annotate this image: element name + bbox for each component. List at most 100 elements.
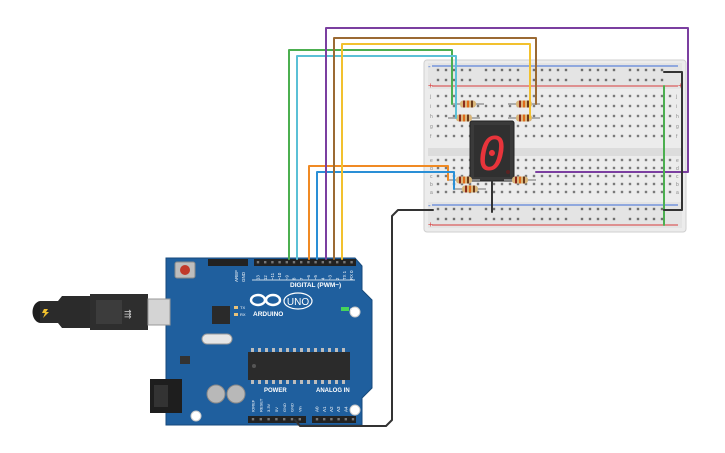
terminal-hole[interactable] xyxy=(516,182,520,186)
terminal-hole[interactable] xyxy=(556,190,560,194)
rail-hole[interactable] xyxy=(540,68,544,72)
terminal-hole[interactable] xyxy=(652,134,656,138)
rail-hole[interactable] xyxy=(564,207,568,211)
terminal-hole[interactable] xyxy=(620,174,624,178)
terminal-hole[interactable] xyxy=(612,94,616,98)
terminal-hole[interactable] xyxy=(660,190,664,194)
terminal-hole[interactable] xyxy=(612,124,616,128)
rail-hole[interactable] xyxy=(484,78,488,82)
rail-hole[interactable] xyxy=(596,207,600,211)
resistor-3[interactable] xyxy=(448,114,480,122)
power-pin[interactable] xyxy=(275,418,278,421)
digital-pin[interactable] xyxy=(292,261,296,264)
terminal-hole[interactable] xyxy=(644,182,648,186)
terminal-hole[interactable] xyxy=(476,104,480,108)
terminal-hole[interactable] xyxy=(596,134,600,138)
terminal-hole[interactable] xyxy=(556,158,560,162)
terminal-hole[interactable] xyxy=(436,190,440,194)
terminal-hole[interactable] xyxy=(660,166,664,170)
terminal-hole[interactable] xyxy=(508,182,512,186)
rail-hole[interactable] xyxy=(492,68,496,72)
terminal-hole[interactable] xyxy=(660,134,664,138)
rail-hole[interactable] xyxy=(636,217,640,221)
terminal-hole[interactable] xyxy=(548,174,552,178)
rail-hole[interactable] xyxy=(444,78,448,82)
rail-hole[interactable] xyxy=(452,78,456,82)
terminal-hole[interactable] xyxy=(596,114,600,118)
terminal-hole[interactable] xyxy=(524,166,528,170)
terminal-hole[interactable] xyxy=(436,104,440,108)
terminal-hole[interactable] xyxy=(628,104,632,108)
terminal-hole[interactable] xyxy=(668,166,672,170)
terminal-hole[interactable] xyxy=(644,94,648,98)
terminal-hole[interactable] xyxy=(572,158,576,162)
terminal-hole[interactable] xyxy=(652,158,656,162)
rail-hole[interactable] xyxy=(484,207,488,211)
terminal-hole[interactable] xyxy=(460,182,464,186)
rail-hole[interactable] xyxy=(588,207,592,211)
terminal-hole[interactable] xyxy=(564,174,568,178)
terminal-hole[interactable] xyxy=(564,94,568,98)
terminal-hole[interactable] xyxy=(436,114,440,118)
resistor-7[interactable] xyxy=(504,176,536,184)
rail-hole[interactable] xyxy=(500,217,504,221)
rail-hole[interactable] xyxy=(660,217,664,221)
terminal-hole[interactable] xyxy=(596,182,600,186)
rail-hole[interactable] xyxy=(660,78,664,82)
terminal-hole[interactable] xyxy=(596,158,600,162)
terminal-hole[interactable] xyxy=(508,104,512,108)
terminal-hole[interactable] xyxy=(588,174,592,178)
rail-hole[interactable] xyxy=(556,78,560,82)
rail-hole[interactable] xyxy=(452,207,456,211)
terminal-hole[interactable] xyxy=(516,134,520,138)
rail-hole[interactable] xyxy=(580,78,584,82)
terminal-hole[interactable] xyxy=(604,190,608,194)
rail-hole[interactable] xyxy=(588,68,592,72)
terminal-hole[interactable] xyxy=(444,94,448,98)
terminal-hole[interactable] xyxy=(644,124,648,128)
rail-hole[interactable] xyxy=(596,78,600,82)
terminal-hole[interactable] xyxy=(444,134,448,138)
terminal-hole[interactable] xyxy=(492,190,496,194)
rail-hole[interactable] xyxy=(532,207,536,211)
terminal-hole[interactable] xyxy=(564,158,568,162)
terminal-hole[interactable] xyxy=(476,114,480,118)
terminal-hole[interactable] xyxy=(548,114,552,118)
rail-hole[interactable] xyxy=(436,217,440,221)
wire-purple[interactable] xyxy=(325,27,689,260)
terminal-hole[interactable] xyxy=(604,166,608,170)
terminal-hole[interactable] xyxy=(548,134,552,138)
terminal-hole[interactable] xyxy=(644,104,648,108)
terminal-hole[interactable] xyxy=(484,190,488,194)
terminal-hole[interactable] xyxy=(508,94,512,98)
terminal-hole[interactable] xyxy=(636,134,640,138)
rail-hole[interactable] xyxy=(532,217,536,221)
rail-hole[interactable] xyxy=(580,217,584,221)
terminal-hole[interactable] xyxy=(444,158,448,162)
terminal-hole[interactable] xyxy=(636,174,640,178)
rail-hole[interactable] xyxy=(548,68,552,72)
rail-hole[interactable] xyxy=(636,68,640,72)
digital-pin[interactable] xyxy=(271,261,274,264)
rail-hole[interactable] xyxy=(660,68,664,72)
terminal-hole[interactable] xyxy=(452,166,456,170)
terminal-hole[interactable] xyxy=(540,182,544,186)
rail-hole[interactable] xyxy=(612,68,616,72)
terminal-hole[interactable] xyxy=(532,158,536,162)
terminal-hole[interactable] xyxy=(548,182,552,186)
rail-hole[interactable] xyxy=(636,78,640,82)
terminal-hole[interactable] xyxy=(460,94,464,98)
rail-hole[interactable] xyxy=(580,68,584,72)
terminal-hole[interactable] xyxy=(580,114,584,118)
terminal-hole[interactable] xyxy=(548,158,552,162)
rail-hole[interactable] xyxy=(652,78,656,82)
terminal-hole[interactable] xyxy=(540,114,544,118)
terminal-hole[interactable] xyxy=(524,94,528,98)
terminal-hole[interactable] xyxy=(652,182,656,186)
terminal-hole[interactable] xyxy=(580,104,584,108)
terminal-hole[interactable] xyxy=(452,114,456,118)
terminal-hole[interactable] xyxy=(588,94,592,98)
rail-hole[interactable] xyxy=(636,207,640,211)
rail-hole[interactable] xyxy=(452,68,456,72)
terminal-hole[interactable] xyxy=(588,124,592,128)
